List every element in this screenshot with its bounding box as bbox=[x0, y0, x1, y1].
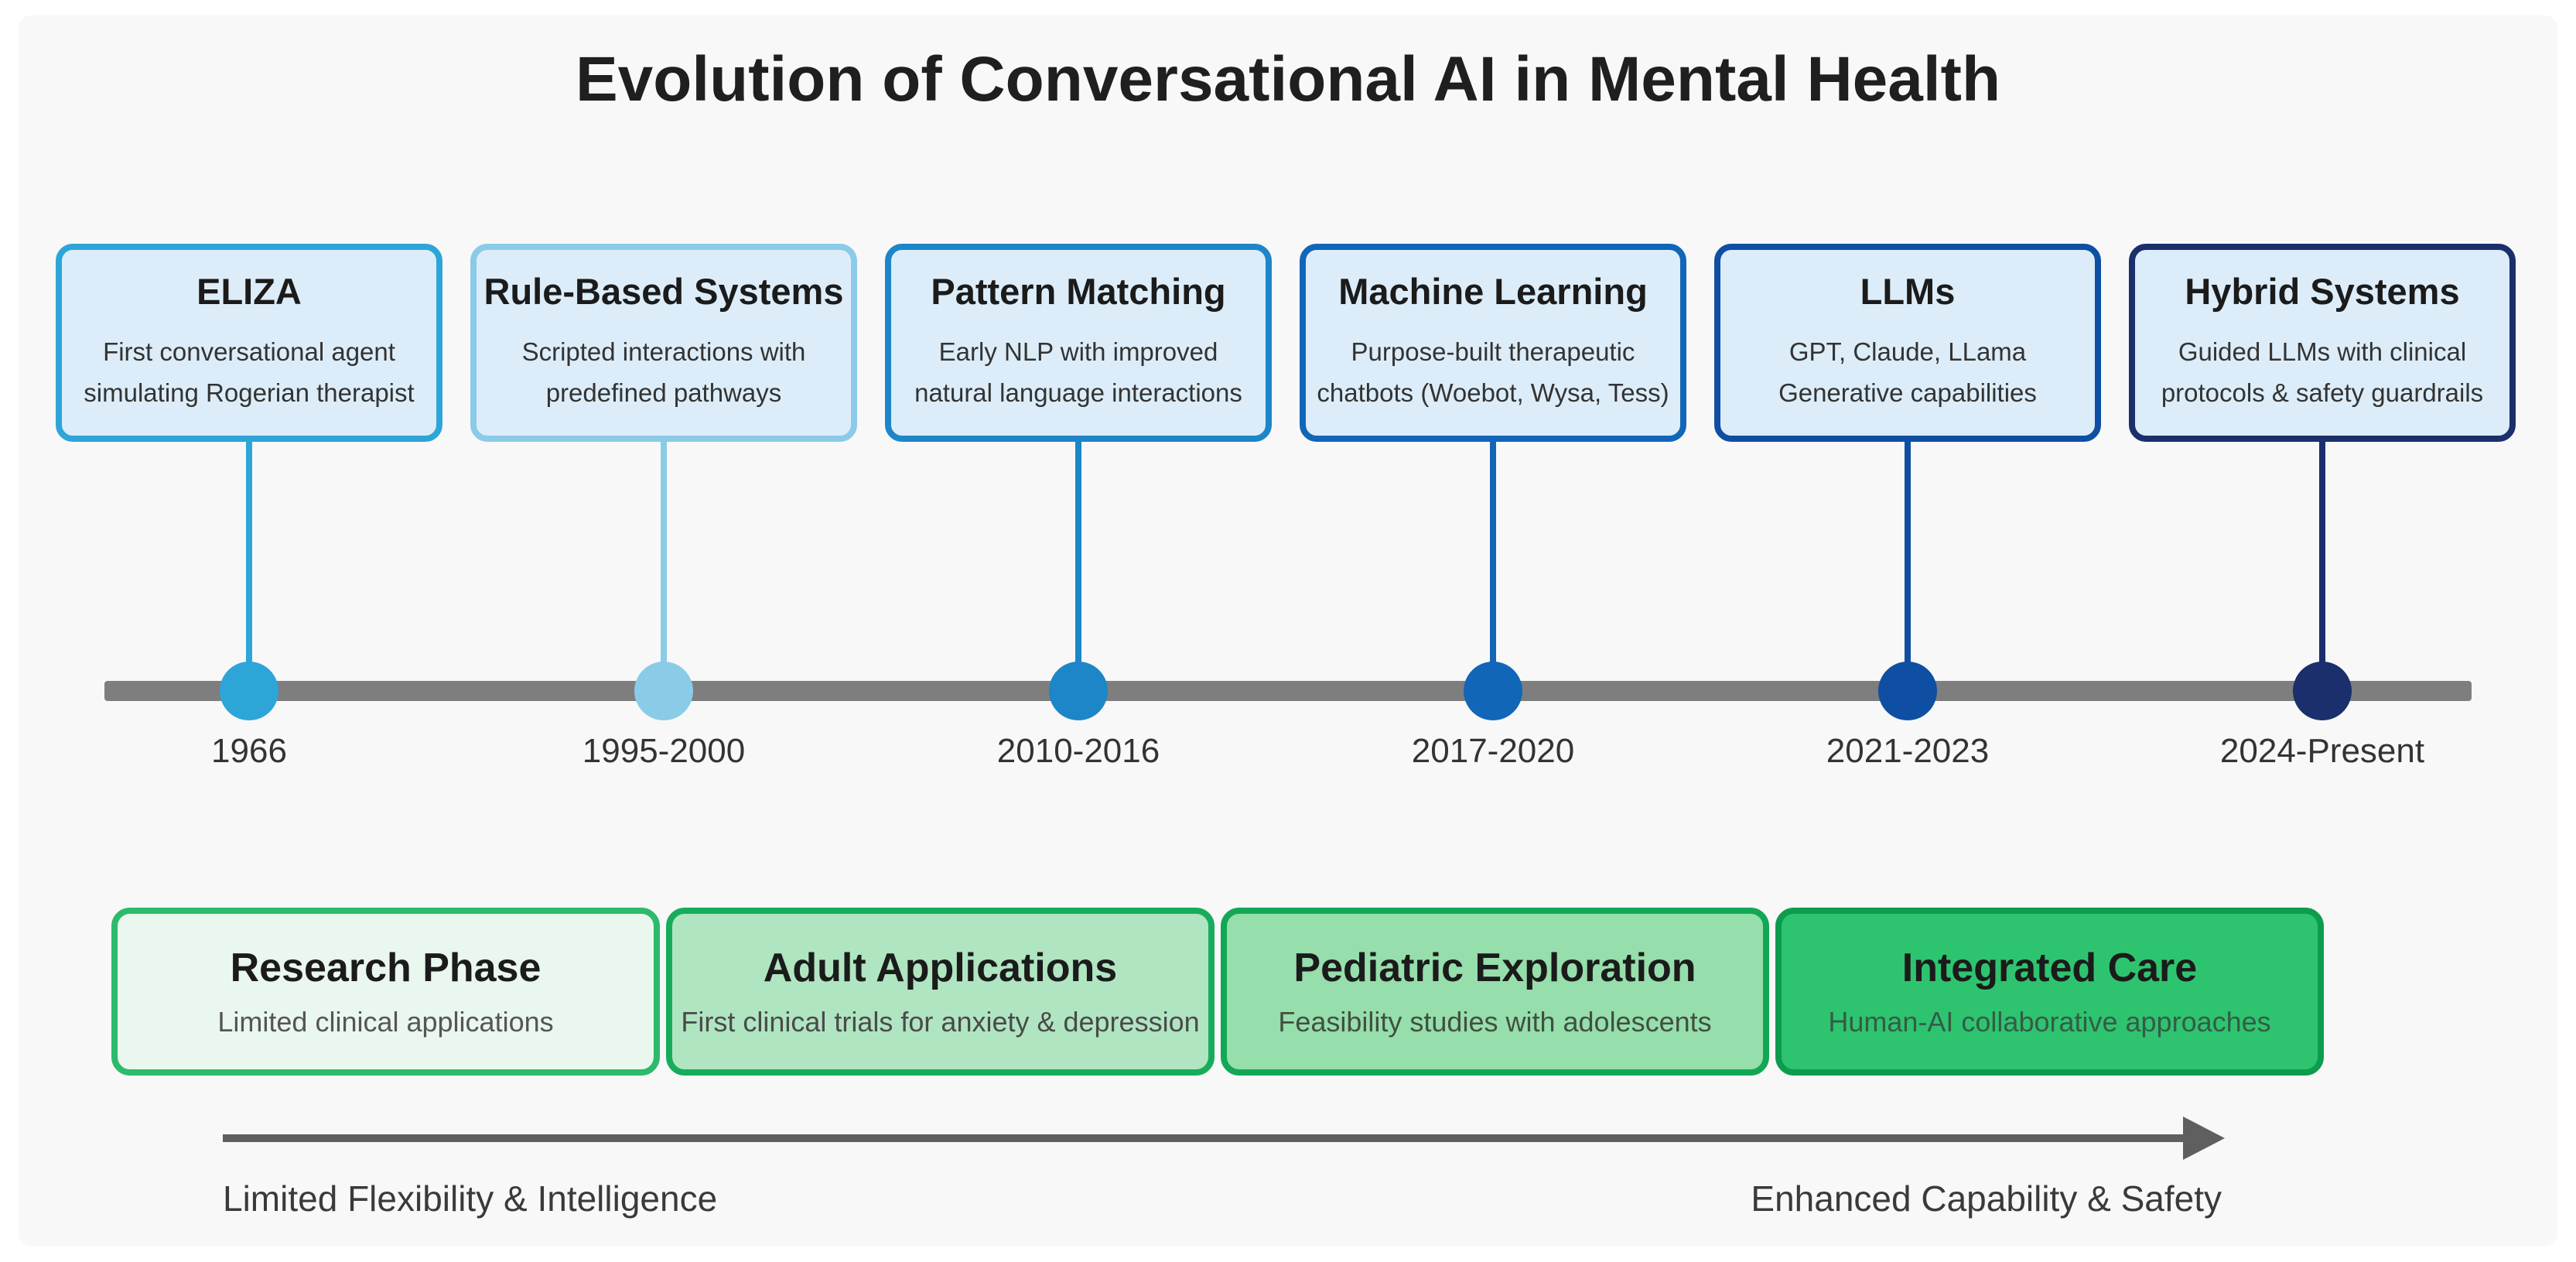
milestone-card: Machine Learning Purpose-built therapeut… bbox=[1300, 244, 1686, 442]
milestone-period-label: 2010-2016 bbox=[996, 732, 1160, 770]
milestone-title: Machine Learning bbox=[1338, 270, 1648, 312]
milestone-description-line: protocols & safety guardrails bbox=[2161, 378, 2484, 407]
milestone-title: ELIZA bbox=[196, 270, 302, 312]
phase-title: Integrated Care bbox=[1901, 945, 2198, 990]
timeline-axis bbox=[104, 681, 2472, 701]
spectrum-arrowhead-icon bbox=[2183, 1117, 2225, 1160]
milestone-description: First conversational agent simulating Rog… bbox=[84, 332, 414, 414]
spectrum-right-label: Enhanced Capability & Safety bbox=[1751, 1178, 2222, 1219]
milestone-period-label: 2017-2020 bbox=[1411, 732, 1575, 770]
milestone-card: Hybrid Systems Guided LLMs with clinical… bbox=[2129, 244, 2516, 442]
milestone-description-line: predefined pathways bbox=[545, 378, 782, 407]
milestone-connector-line bbox=[661, 442, 667, 694]
phase-description: Feasibility studies with adolescents bbox=[1278, 1005, 1712, 1038]
milestone-description-line: simulating Rogerian therapist bbox=[84, 378, 415, 407]
milestone-connector-line bbox=[1905, 442, 1911, 694]
phase-description: Limited clinical applications bbox=[217, 1005, 554, 1038]
milestone-period-label: 2021-2023 bbox=[1826, 732, 1990, 770]
phase-card: Research Phase Limited clinical applicat… bbox=[111, 908, 660, 1076]
milestone-card: Rule-Based Systems Scripted interactions… bbox=[470, 244, 857, 442]
timeline-dot bbox=[634, 662, 693, 720]
timeline-dot bbox=[1049, 662, 1108, 720]
milestone-description-line: First conversational agent bbox=[103, 337, 395, 366]
milestone-title: LLMs bbox=[1860, 270, 1956, 312]
milestone-description-line: Purpose-built therapeutic bbox=[1351, 337, 1635, 366]
phase-title: Pediatric Exploration bbox=[1293, 945, 1696, 990]
milestone-description-line: chatbots (Woebot, Wysa, Tess) bbox=[1317, 378, 1669, 407]
milestone-description: Early NLP with improved natural language … bbox=[914, 332, 1242, 414]
milestone-connector-line bbox=[1075, 442, 1081, 694]
phase-title: Adult Applications bbox=[763, 945, 1118, 990]
milestone-description-line: Generative capabilities bbox=[1778, 378, 2037, 407]
milestone-card: Pattern Matching Early NLP with improved… bbox=[885, 244, 1272, 442]
phase-card: Integrated Care Human-AI collaborative a… bbox=[1775, 908, 2324, 1076]
milestone-description-line: Guided LLMs with clinical bbox=[2178, 337, 2467, 366]
milestone-period-label: 1966 bbox=[211, 732, 287, 770]
phase-description: First clinical trials for anxiety & depr… bbox=[681, 1005, 1200, 1038]
milestone-description-line: Scripted interactions with bbox=[521, 337, 806, 366]
milestone-title: Hybrid Systems bbox=[2185, 270, 2460, 312]
phase-card: Pediatric Exploration Feasibility studie… bbox=[1221, 908, 1769, 1076]
phase-title: Research Phase bbox=[230, 945, 542, 990]
milestone-description-line: Early NLP with improved bbox=[938, 337, 1218, 366]
page-title: Evolution of Conversational AI in Mental… bbox=[575, 44, 2001, 115]
milestone-period-label: 2024-Present bbox=[2219, 732, 2425, 770]
milestone-description: Guided LLMs with clinical protocols & saf… bbox=[2161, 332, 2483, 414]
spectrum-arrow-line bbox=[223, 1134, 2186, 1142]
phase-description: Human-AI collaborative approaches bbox=[1828, 1005, 2271, 1038]
milestone-description: Purpose-built therapeutic chatbots (Woebo… bbox=[1317, 332, 1669, 414]
milestone-card: ELIZA First conversational agent simulati… bbox=[56, 244, 442, 442]
milestone-connector-line bbox=[2319, 442, 2325, 694]
timeline-dot bbox=[220, 662, 278, 720]
milestone-description-line: GPT, Claude, LLama bbox=[1789, 337, 2027, 366]
milestone-title: Rule-Based Systems bbox=[483, 270, 844, 312]
milestone-description: Scripted interactions with predefined pat… bbox=[522, 332, 806, 414]
milestone-title: Pattern Matching bbox=[931, 270, 1226, 312]
timeline-dot bbox=[2293, 662, 2352, 720]
milestone-connector-line bbox=[1490, 442, 1496, 694]
milestone-description-line: natural language interactions bbox=[914, 378, 1242, 407]
milestone-period-label: 1995-2000 bbox=[582, 732, 746, 770]
timeline-dot bbox=[1878, 662, 1937, 720]
spectrum-left-label: Limited Flexibility & Intelligence bbox=[223, 1178, 718, 1219]
timeline-dot bbox=[1464, 662, 1522, 720]
phase-card: Adult Applications First clinical trials… bbox=[666, 908, 1215, 1076]
milestone-connector-line bbox=[246, 442, 252, 694]
